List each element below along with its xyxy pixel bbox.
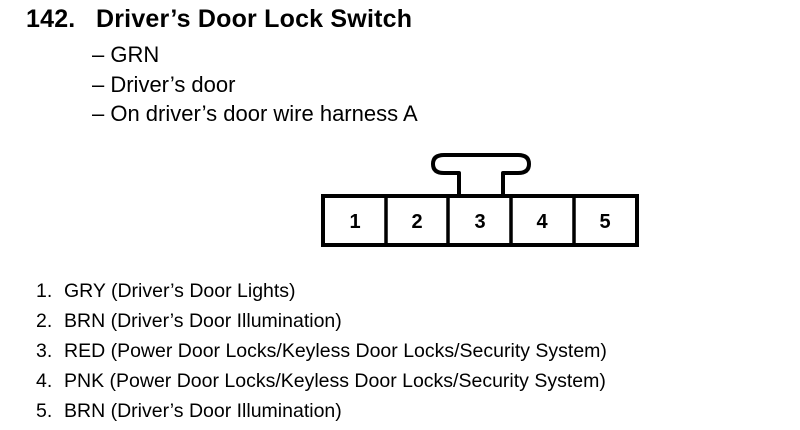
detail-location: – Driver’s door	[92, 71, 236, 97]
wire-item: 1. GRY (Driver’s Door Lights)	[36, 276, 607, 306]
pin-label-5: 5	[599, 211, 610, 233]
component-number: 142.	[26, 5, 76, 33]
detail-harness: – On driver’s door wire harness A	[92, 101, 418, 126]
wire-description: GRY (Driver’s Door Lights)	[64, 280, 296, 302]
component-details: – GRN – Driver’s door – On driver’s door…	[92, 40, 418, 129]
wire-number: 3.	[36, 340, 53, 362]
detail-connector-color: – GRN	[92, 42, 160, 67]
wire-description: PNK (Power Door Locks/Keyless Door Locks…	[64, 370, 606, 392]
wire-item: 4. PNK (Power Door Locks/Keyless Door Loc…	[36, 366, 607, 396]
pin-label-3: 3	[474, 211, 485, 233]
wire-item: 2. BRN (Driver’s Door Illumination)	[36, 306, 607, 336]
wire-description: BRN (Driver’s Door Illumination)	[64, 400, 342, 422]
component-title: Driver’s Door Lock Switch	[96, 5, 413, 33]
wire-description: RED (Power Door Locks/Keyless Door Locks…	[64, 340, 607, 362]
wire-number: 4.	[36, 370, 53, 392]
wire-description: BRN (Driver’s Door Illumination)	[64, 310, 342, 332]
component-heading: 142. Driver’s Door Lock Switch	[26, 5, 412, 34]
wire-number: 1.	[36, 280, 53, 302]
pin-label-2: 2	[411, 211, 422, 233]
pin-label-1: 1	[349, 211, 360, 233]
connector-housing	[321, 194, 639, 247]
wire-list: 1. GRY (Driver’s Door Lights) 2. BRN (Driv…	[36, 276, 607, 426]
wire-item: 5. BRN (Driver’s Door Illumination)	[36, 396, 607, 426]
wire-number: 5.	[36, 400, 53, 422]
wire-number: 2.	[36, 310, 53, 332]
wire-item: 3. RED (Power Door Locks/Keyless Door Loc…	[36, 336, 607, 366]
connector-lock-tab	[431, 153, 531, 196]
pin-label-4: 4	[536, 211, 548, 233]
